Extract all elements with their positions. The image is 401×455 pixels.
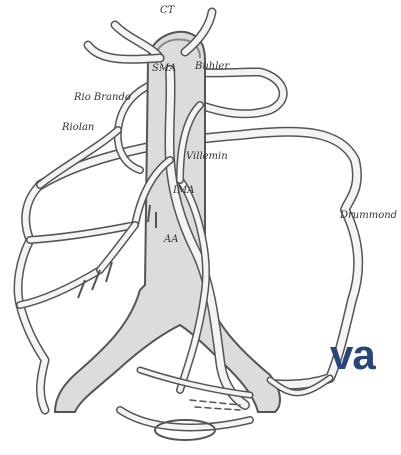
label-riolan: Riolan <box>62 123 94 133</box>
label-aa: AA <box>164 235 178 245</box>
label-buhler: Buhler <box>195 62 229 72</box>
brand-logo-text: va <box>330 334 375 376</box>
label-villemin: Villemin <box>186 152 228 162</box>
label-drummond: Drummond <box>340 211 397 221</box>
label-ct: CT <box>160 6 174 16</box>
label-sma: SMA <box>152 64 176 74</box>
label-rio-branco: Rio Brando <box>74 93 131 103</box>
label-ima: IMA <box>173 186 194 196</box>
